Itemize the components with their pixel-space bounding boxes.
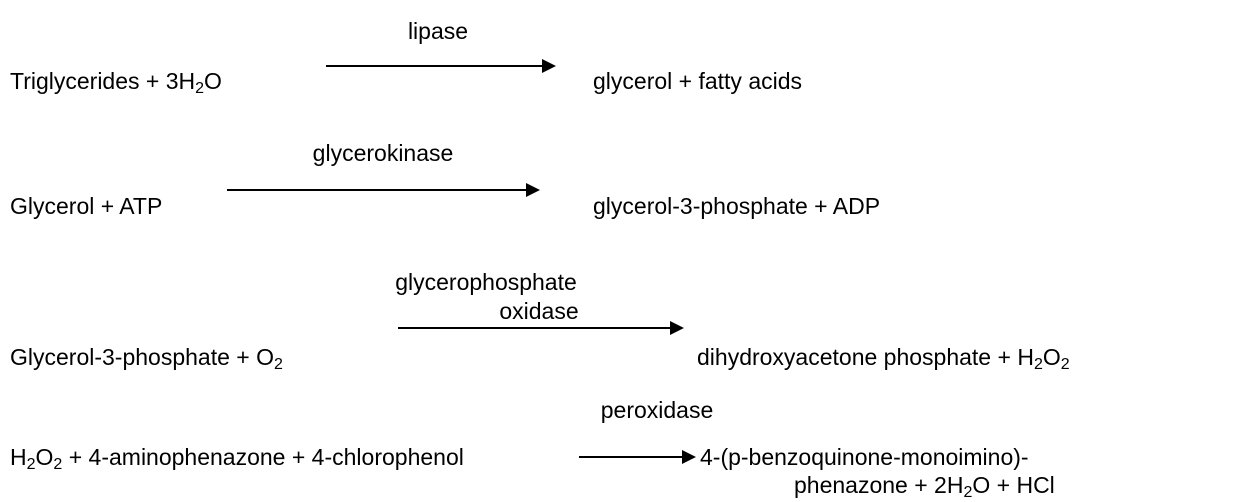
reaction-3-arrow <box>398 321 684 335</box>
reaction-3-reactants: Glycerol-3-phosphate + O2 <box>10 344 283 373</box>
enzyme-label-glycerokinase: glycerokinase <box>312 140 454 166</box>
reaction-3-products: dihydroxyacetone phosphate + H2O2 <box>697 344 1070 373</box>
reaction-1-products: glycerol + fatty acids <box>593 68 803 94</box>
reaction-4-reactants: H2O2 + 4-aminophenazone + 4-chlorophenol <box>10 444 464 473</box>
reaction-4-products-line1: 4-(p-benzoquinone-monoimino)- <box>700 444 1029 470</box>
reaction-1-arrow <box>326 59 556 73</box>
reaction-4-products-line2: phenazone + 2H2O + HCl <box>794 472 1055 501</box>
reaction-1-reactants: Triglycerides + 3H2O <box>10 68 222 97</box>
reaction-2-arrow <box>227 183 540 197</box>
reaction-2-reactants: Glycerol + ATP <box>10 193 163 219</box>
reaction-4-arrow <box>579 450 696 464</box>
enzyme-label-peroxidase: peroxidase <box>600 397 714 423</box>
enzyme-label-oxidase: oxidase <box>499 298 579 324</box>
reaction-2-products: glycerol-3-phosphate + ADP <box>593 193 881 219</box>
enzyme-label-glycerophosphate: glycerophosphate <box>395 269 577 295</box>
enzyme-label-lipase: lipase <box>407 18 469 44</box>
